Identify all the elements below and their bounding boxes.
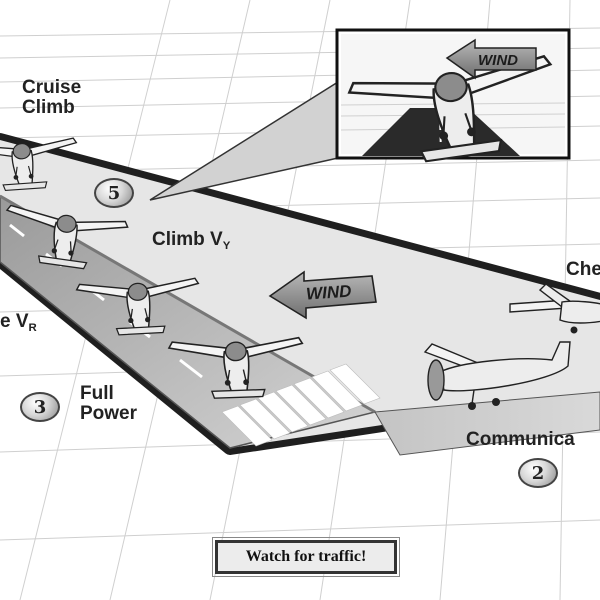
check-label: Che [566,260,600,280]
cruise-label: Cruise [22,77,82,98]
full-label: Full [80,383,114,404]
step-3-badge: 3 [20,392,60,422]
power-label: Power [80,402,138,424]
step-2-badge: 2 [518,458,558,488]
climb-vy-text: Climb V [152,229,223,250]
climb-label: Climb [22,96,75,118]
traffic-warning-banner: Watch for traffic! [212,537,400,577]
rotate-vr-subscript: R [28,321,37,334]
wind-arrow [268,270,377,320]
cruise-climb-label: Cruise Climb [22,78,81,118]
full-power-label: Full Power [80,384,137,424]
rotate-vr-label: e VR [0,311,37,334]
threshold-markings [221,363,381,447]
inset-wind-arrow [445,38,537,80]
communicate-label: Communica [466,430,575,450]
airplane-communicate [423,341,571,410]
step-5-badge: 5 [94,178,134,208]
communicate-text: Communica [466,429,575,450]
airplane-check [509,283,600,334]
climb-vy-label: Climb VY [152,229,231,252]
taxi-connector [374,391,600,456]
check-text: Che [566,259,600,280]
climb-vy-subscript: Y [222,239,231,252]
inset-callout [149,80,339,201]
rotate-vr-text: e V [0,311,29,332]
